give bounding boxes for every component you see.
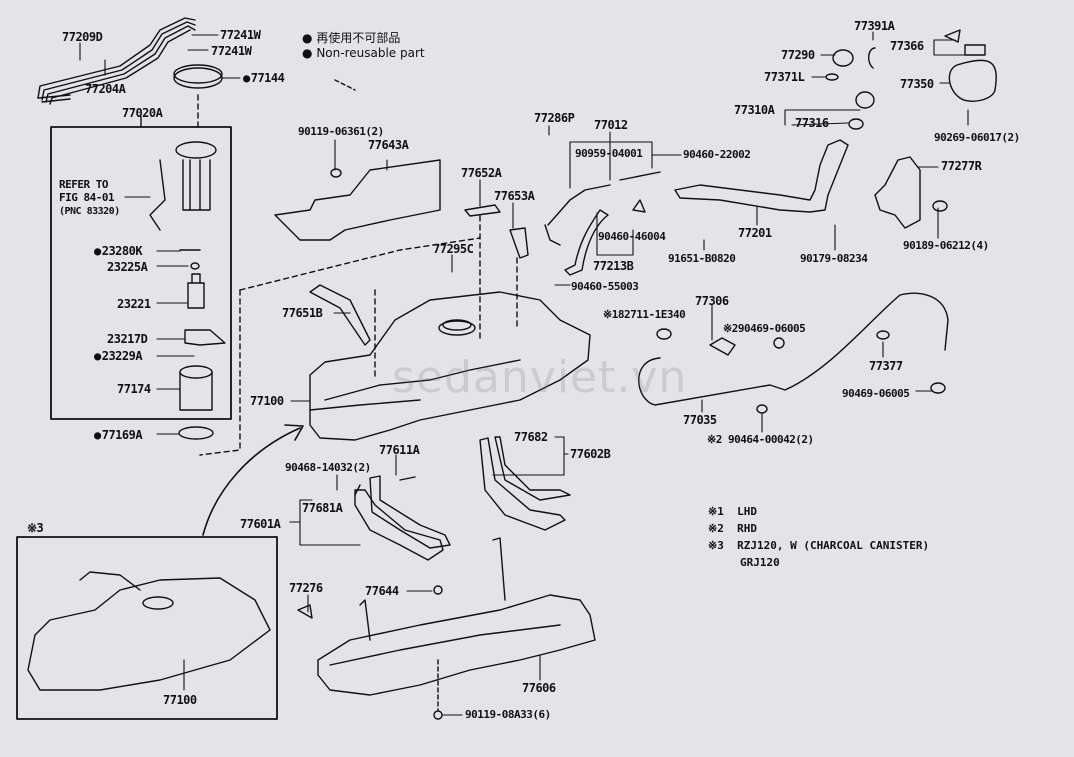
part-label-23221[interactable]: 23221 (117, 297, 151, 311)
part-label-77371L[interactable]: 77371L (764, 70, 805, 84)
filler-pipe-drawing (674, 139, 849, 213)
bracket-drawing (874, 156, 921, 229)
legend-dot-icon: ● (302, 46, 313, 60)
refer-pnc-text: (PNC 83320) (59, 206, 120, 217)
part-label-77201[interactable]: 77201 (738, 226, 772, 240)
part-label-91651-B0820[interactable]: 91651-B0820 (668, 252, 736, 265)
lock-ring-drawing (173, 67, 223, 89)
part-label-77100[interactable]: 77100 (250, 394, 284, 408)
part-label-77681A[interactable]: 77681A (302, 501, 343, 515)
note-row: ※1 LHD (708, 505, 757, 518)
part-label-90464-00042[interactable]: ※2 90464-00042(2) (707, 433, 814, 446)
part-label-23280K[interactable]: 23280K (94, 244, 143, 258)
part-label-77012[interactable]: 77012 (594, 118, 628, 132)
part-label-77391A[interactable]: 77391A (854, 19, 895, 33)
part-label-77651B[interactable]: 77651B (282, 306, 323, 320)
part-label-90460-46004[interactable]: 90460-46004 (598, 230, 666, 243)
part-label-77653A[interactable]: 77653A (494, 189, 535, 203)
part-label-77310A[interactable]: 77310A (734, 103, 775, 117)
refer-to-text: REFER TO (59, 178, 108, 191)
fuel-door-drawing (948, 59, 997, 102)
legend-english: ● Non-reusable part (302, 46, 425, 60)
part-label-77290[interactable]: 77290 (781, 48, 815, 62)
part-label-77377[interactable]: 77377 (869, 359, 903, 373)
part-label-77277R[interactable]: 77277R (941, 159, 982, 173)
part-label-77316[interactable]: 77316 (795, 116, 829, 130)
part-label-77602B[interactable]: 77602B (570, 447, 611, 461)
protector-drawing (274, 159, 441, 241)
fuel-tube-assembly-drawing (37, 17, 196, 105)
skid-plate-drawing (317, 594, 596, 696)
part-label-77643A[interactable]: 77643A (368, 138, 409, 152)
part-label-77366[interactable]: 77366 (890, 39, 924, 53)
part-label-77286P[interactable]: 77286P (534, 111, 575, 125)
part-label-77644[interactable]: 77644 (365, 584, 399, 598)
legend-japanese: ● 再使用不可部品 (302, 31, 401, 45)
hose-drawing (564, 209, 609, 276)
part-label-90460-22002[interactable]: 90460-22002 (683, 148, 751, 161)
release-cable-drawing (638, 292, 949, 406)
part-label-90119-08A33[interactable]: 90119-08A33(6) (465, 708, 551, 721)
note-row: GRJ120 (740, 556, 780, 569)
part-label-77601A[interactable]: 77601A (240, 517, 281, 531)
part-label-90189-06212[interactable]: 90189-06212(4) (903, 239, 989, 252)
inset-marker: ※3 (27, 521, 44, 535)
part-label-77241W[interactable]: 77241W (211, 44, 252, 58)
part-label-23217D[interactable]: 23217D (107, 332, 148, 346)
part-label-90179-08234[interactable]: 90179-08234 (800, 252, 868, 265)
part-label-77100-inset[interactable]: 77100 (163, 693, 197, 707)
part-label-77213B[interactable]: 77213B (593, 259, 634, 273)
part-label-77350[interactable]: 77350 (900, 77, 934, 91)
part-label-77652A[interactable]: 77652A (461, 166, 502, 180)
refer-fig-text[interactable]: FIG 84-01 (59, 191, 115, 204)
part-label-77295C[interactable]: 77295C (433, 242, 474, 256)
part-label-23225A[interactable]: 23225A (107, 260, 148, 274)
part-label-77020A[interactable]: 77020A (122, 106, 163, 120)
part-label-77144[interactable]: 77144 (243, 71, 285, 85)
note-row: ※2 RHD (708, 522, 757, 535)
part-label-77682[interactable]: 77682 (514, 430, 548, 444)
part-label-77035[interactable]: 77035 (683, 413, 717, 427)
part-label-90269-06017[interactable]: 90269-06017(2) (934, 131, 1020, 144)
part-label-77611A[interactable]: 77611A (379, 443, 420, 457)
legend-dot-icon: ● (302, 31, 313, 45)
part-label-90469-06005[interactable]: 90469-06005 (842, 387, 910, 400)
part-label-77209D[interactable]: 77209D (62, 30, 103, 44)
part-label-77241W[interactable]: 77241W (220, 28, 261, 42)
inset-box (16, 536, 278, 720)
part-label-290469-06005[interactable]: ※290469-06005 (723, 322, 806, 335)
part-label-77204A[interactable]: 77204A (85, 82, 126, 96)
part-label-90959-04001[interactable]: 90959-04001 (575, 147, 643, 160)
part-label-77606[interactable]: 77606 (522, 681, 556, 695)
gasket-ring-drawing (178, 426, 214, 440)
arrow-to-tank (202, 427, 301, 536)
part-label-90460-55003[interactable]: 90460-55003 (571, 280, 639, 293)
note-row: ※3 RZJ120, W (CHARCOAL CANISTER) (708, 539, 930, 552)
fuel-tank-drawing (309, 291, 591, 441)
part-label-23229A[interactable]: 23229A (94, 349, 143, 363)
part-label-90468-14032[interactable]: 90468-14032(2) (285, 461, 371, 474)
part-label-90119-06361[interactable]: 90119-06361(2) (298, 125, 384, 138)
notes-block: ※1 LHD ※2 RHD ※3 RZJ120, W (CHARCOAL CAN… (708, 503, 929, 571)
part-label-182711-1E340[interactable]: ※182711-1E340 (603, 308, 686, 321)
part-label-77169A[interactable]: 77169A (94, 428, 143, 442)
part-label-77306[interactable]: 77306 (695, 294, 729, 308)
part-label-77174[interactable]: 77174 (117, 382, 151, 396)
watermark: sedanviet.vn (392, 352, 688, 403)
part-label-77276[interactable]: 77276 (289, 581, 323, 595)
